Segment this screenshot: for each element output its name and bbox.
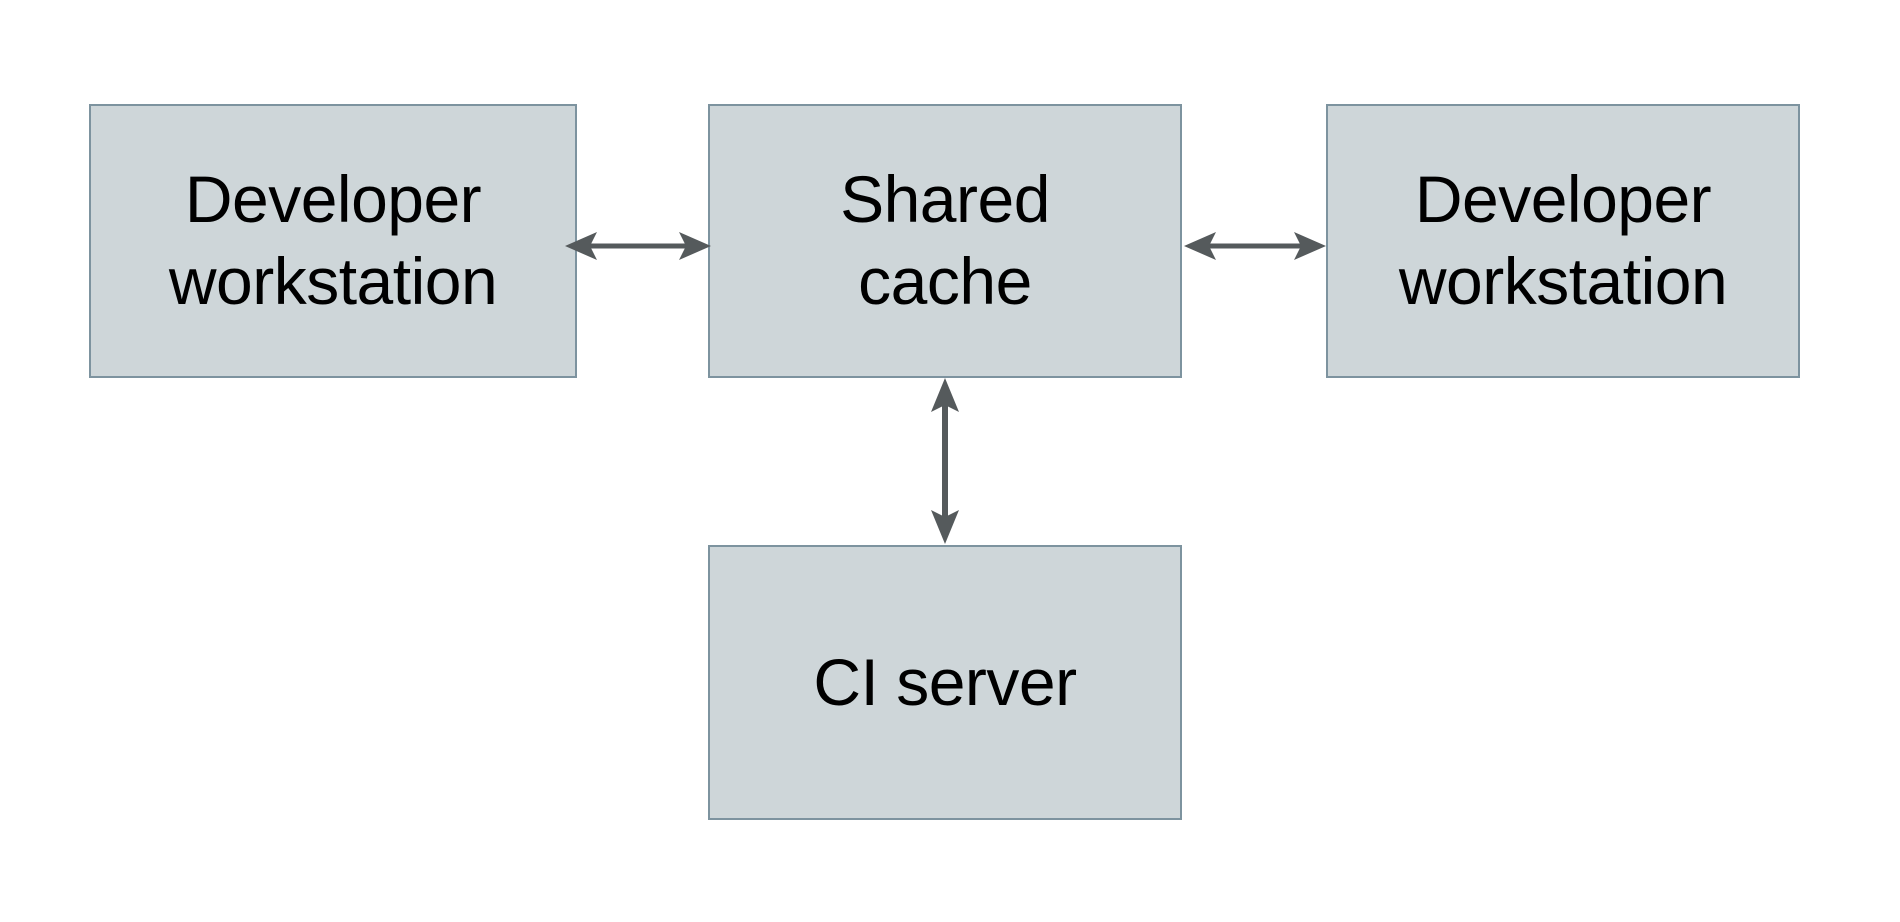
node-ci-server[interactable]: CI server: [708, 545, 1182, 820]
edge-shared-cache-to-ci-server[interactable]: [924, 376, 966, 546]
node-shared-cache[interactable]: Shared cache: [708, 104, 1182, 378]
node-label-developer-workstation-left: Developer workstation: [168, 162, 498, 318]
double-arrow-vertical-icon: [931, 378, 959, 544]
node-label-developer-workstation-right: Developer workstation: [1398, 162, 1728, 318]
double-arrow-horizontal-icon: [565, 232, 711, 260]
node-label-ci-server: CI server: [813, 644, 1077, 719]
node-developer-workstation-right[interactable]: Developer workstation: [1326, 104, 1800, 378]
double-arrow-horizontal-icon: [1184, 232, 1326, 260]
edge-developer-left-to-shared-cache[interactable]: [563, 225, 713, 267]
node-developer-workstation-left[interactable]: Developer workstation: [89, 104, 577, 378]
node-label-shared-cache: Shared cache: [840, 162, 1050, 318]
edge-shared-cache-to-developer-right[interactable]: [1181, 225, 1329, 267]
